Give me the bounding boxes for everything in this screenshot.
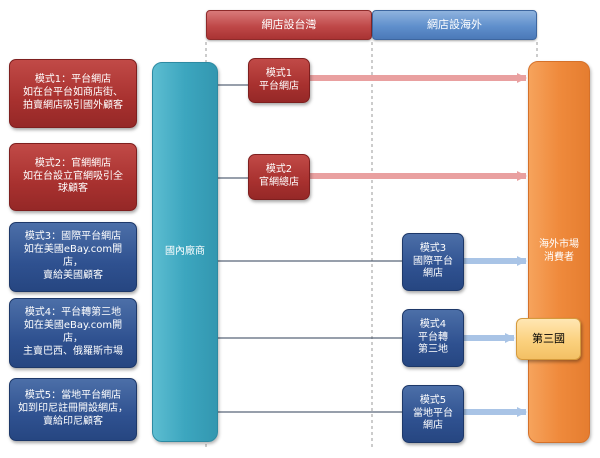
mode-4-description: 模式4：平台轉第三地 如在美國eBay.com開店， 主賣巴西、俄羅斯市場 <box>9 298 137 368</box>
mode-3-description: 模式3：國際平台網店 如在美國eBay.com開店， 賣給美國顧客 <box>9 222 137 292</box>
mode-1-description-text: 模式1：平台網店 如在台平台如商店街、 拍賣網店吸引國外顧客 <box>23 74 123 111</box>
overseas-consumers-label: 海外市場 消費者 <box>539 239 579 263</box>
mode-2-description: 模式2：官網網店 如在台設立官網吸引全 球顧客 <box>9 143 137 211</box>
mode-3-description-text: 模式3：國際平台網店 如在美國eBay.com開店， 賣給美國顧客 <box>23 231 123 281</box>
mode-5-box: 模式5 當地平台 網店 <box>402 385 464 443</box>
third-country-box: 第三國 <box>516 318 581 360</box>
mode-4-box: 模式4 平台轉 第三地 <box>402 309 464 367</box>
mode-1-box-label: 模式1 平台網店 <box>259 67 299 92</box>
mode-3-box-label: 模式3 國際平台 網店 <box>413 242 453 280</box>
mode-5-description: 模式5：當地平台網店 如到印尼註冊開設網店， 賣給印尼顧客 <box>9 378 137 441</box>
mode-3-box: 模式3 國際平台 網店 <box>402 233 464 291</box>
header-overseas: 網店設海外 <box>372 10 537 40</box>
header-taiwan: 網店設台灣 <box>206 10 372 40</box>
overseas-consumers-bar: 海外市場 消費者 <box>528 61 590 443</box>
third-country-label: 第三國 <box>532 331 565 345</box>
domestic-manufacturer-bar: 國內廠商 <box>152 62 218 442</box>
mode-2-description-text: 模式2：官網網店 如在台設立官網吸引全 球顧客 <box>23 157 123 195</box>
mode-5-description-text: 模式5：當地平台網店 如到印尼註冊開設網店， 賣給印尼顧客 <box>18 390 128 427</box>
mode-1-box: 模式1 平台網店 <box>248 58 310 103</box>
header-overseas-label: 網店設海外 <box>427 17 482 31</box>
header-taiwan-label: 網店設台灣 <box>261 17 317 31</box>
domestic-manufacturer-label: 國內廠商 <box>165 245 205 257</box>
mode-1-description: 模式1：平台網店 如在台平台如商店街、 拍賣網店吸引國外顧客 <box>9 59 137 128</box>
mode-5-box-label: 模式5 當地平台 網店 <box>413 394 453 432</box>
mode-4-description-text: 模式4：平台轉第三地 如在美國eBay.com開店， 主賣巴西、俄羅斯市場 <box>23 307 123 357</box>
mode-2-box: 模式2 官網總店 <box>248 154 310 200</box>
mode-2-box-label: 模式2 官網總店 <box>259 164 299 188</box>
mode-4-box-label: 模式4 平台轉 第三地 <box>418 318 448 356</box>
